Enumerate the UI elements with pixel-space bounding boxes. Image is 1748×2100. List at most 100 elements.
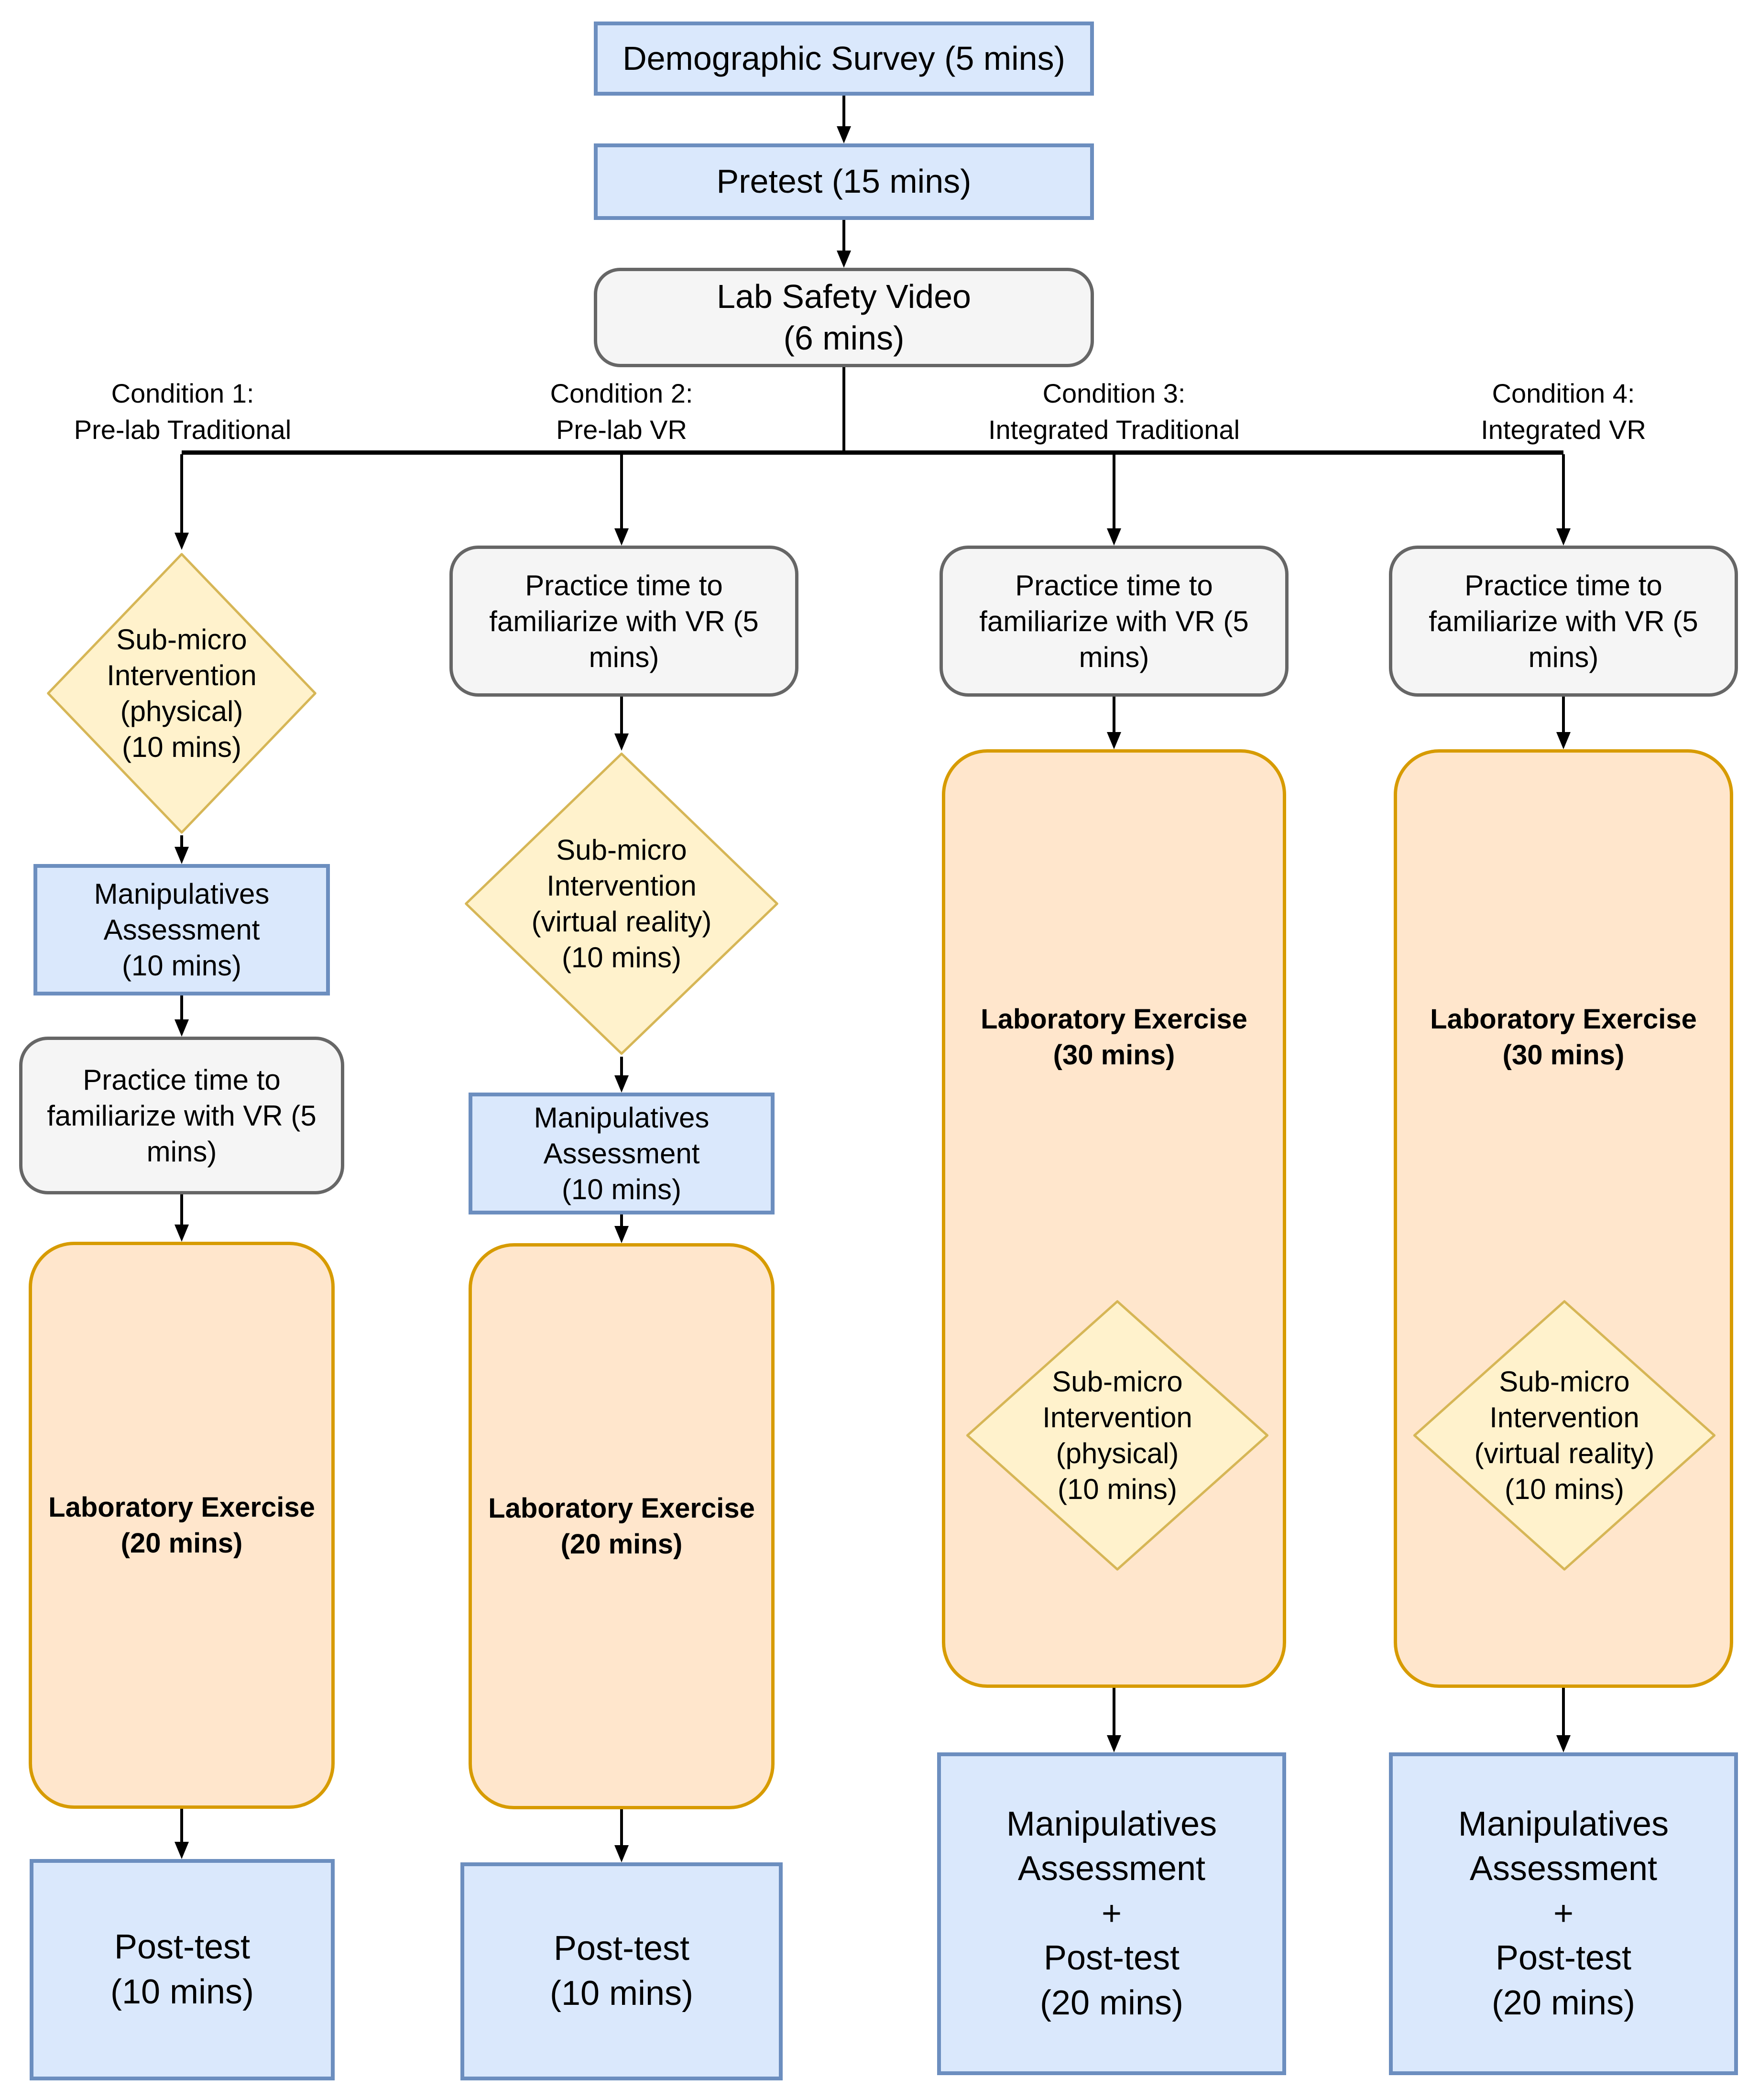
node-label: Post-test (10 mins) bbox=[110, 1927, 254, 2011]
flow-arrow bbox=[175, 1809, 189, 1859]
condition-1-label: Condition 1: Pre-lab Traditional bbox=[74, 378, 292, 445]
node-label: Practice time to familiarize with VR (5 … bbox=[1429, 569, 1698, 673]
node-manipulatives-assessment-c2: Manipulatives Assessment (10 mins) bbox=[469, 1093, 775, 1214]
arrow-line bbox=[180, 995, 183, 1021]
node-label: Sub-micro Intervention (physical) (10 mi… bbox=[107, 623, 257, 763]
node-label: Post-test (10 mins) bbox=[549, 1929, 694, 2012]
arrow-line bbox=[180, 454, 183, 535]
arrow-line bbox=[1113, 697, 1115, 734]
node-pretest: Pretest (15 mins) bbox=[594, 143, 1094, 220]
arrow-line bbox=[620, 1214, 623, 1228]
node-label: Sub-micro Intervention (virtual reality)… bbox=[1474, 1366, 1655, 1505]
arrow-line bbox=[1562, 454, 1565, 530]
arrow-line bbox=[1113, 1688, 1115, 1737]
flow-arrow bbox=[614, 1057, 629, 1093]
diamond-shape-icon bbox=[1411, 1299, 1717, 1572]
flow-arrow bbox=[175, 1194, 189, 1242]
arrow-line bbox=[620, 1057, 623, 1077]
node-laboratory-exercise-c3: Laboratory Exercise (30 mins) Sub-micro … bbox=[942, 749, 1286, 1688]
arrow-line bbox=[180, 1809, 183, 1844]
arrow-line bbox=[842, 367, 845, 454]
arrow-head-icon bbox=[614, 733, 629, 751]
arrow-head-icon bbox=[614, 528, 629, 546]
arrow-head-icon bbox=[1556, 732, 1571, 749]
diamond-shape-icon bbox=[463, 751, 780, 1057]
condition-3-label: Condition 3: Integrated Traditional bbox=[988, 378, 1240, 445]
node-label: Manipulatives Assessment + Post-test (20… bbox=[1006, 1805, 1217, 2022]
diamond-shape-icon bbox=[45, 551, 318, 835]
arrow-line bbox=[1562, 1688, 1565, 1737]
branch-stub-line bbox=[837, 367, 851, 454]
flow-arrow bbox=[837, 220, 851, 268]
arrow-head-icon bbox=[1107, 528, 1121, 546]
node-label: Practice time to familiarize with VR (5 … bbox=[489, 569, 759, 673]
node-lab-safety-video: Lab Safety Video (6 mins) bbox=[594, 268, 1094, 367]
flow-arrow bbox=[1107, 697, 1121, 749]
condition-2-label: Condition 2: Pre-lab VR bbox=[550, 378, 693, 445]
node-vr-practice-c3: Practice time to familiarize with VR (5 … bbox=[940, 546, 1289, 697]
node-label: Manipulatives Assessment + Post-test (20… bbox=[1458, 1805, 1669, 2022]
node-assessment-post-test-c3: Manipulatives Assessment + Post-test (20… bbox=[937, 1752, 1286, 2075]
node-vr-practice-c2: Practice time to familiarize with VR (5 … bbox=[449, 546, 798, 697]
arrow-head-icon bbox=[837, 251, 851, 268]
arrow-line bbox=[180, 1194, 183, 1226]
node-submicro-intervention-vr-c4: Sub-micro Intervention (virtual reality)… bbox=[1411, 1299, 1717, 1572]
node-laboratory-exercise-c2: Laboratory Exercise (20 mins) bbox=[469, 1243, 775, 1809]
flow-arrow bbox=[614, 1214, 629, 1243]
flow-arrow bbox=[175, 995, 189, 1037]
arrow-head-icon bbox=[614, 1075, 629, 1093]
flow-arrow bbox=[1556, 1688, 1571, 1752]
arrow-head-icon bbox=[175, 847, 189, 864]
node-label: Manipulatives Assessment (10 mins) bbox=[94, 878, 270, 982]
node-assessment-post-test-c4: Manipulatives Assessment + Post-test (20… bbox=[1389, 1752, 1738, 2075]
node-label: Laboratory Exercise (30 mins) bbox=[981, 1004, 1247, 1071]
arrow-head-icon bbox=[1107, 1735, 1121, 1752]
arrow-line bbox=[620, 454, 623, 530]
arrow-head-icon bbox=[175, 533, 189, 550]
flow-arrow bbox=[1556, 454, 1571, 546]
flow-arrow bbox=[1107, 1688, 1121, 1752]
node-label: Demographic Survey (5 mins) bbox=[623, 39, 1065, 77]
arrow-line bbox=[842, 220, 845, 252]
arrow-head-icon bbox=[614, 1845, 629, 1862]
flow-arrow bbox=[614, 697, 629, 751]
arrow-line bbox=[1562, 697, 1565, 734]
node-post-test-c2: Post-test (10 mins) bbox=[460, 1862, 783, 2080]
arrow-head-icon bbox=[837, 126, 851, 143]
branch-horizontal-line bbox=[182, 450, 1563, 455]
flow-arrow bbox=[614, 454, 629, 546]
flow-arrow bbox=[175, 454, 189, 550]
node-submicro-intervention-physical-c1: Sub-micro Intervention (physical) (10 mi… bbox=[45, 551, 318, 835]
flow-arrow bbox=[175, 835, 189, 864]
node-laboratory-exercise-c1: Laboratory Exercise (20 mins) bbox=[29, 1242, 335, 1809]
node-label: Laboratory Exercise (20 mins) bbox=[488, 1492, 755, 1560]
diamond-shape-icon bbox=[964, 1299, 1270, 1572]
node-demographic-survey: Demographic Survey (5 mins) bbox=[594, 22, 1094, 96]
node-manipulatives-assessment-c1: Manipulatives Assessment (10 mins) bbox=[33, 864, 330, 995]
arrow-line bbox=[620, 1809, 623, 1847]
node-label: Sub-micro Intervention (physical) (10 mi… bbox=[1042, 1366, 1192, 1505]
arrow-head-icon bbox=[1556, 528, 1571, 546]
arrow-head-icon bbox=[175, 1225, 189, 1242]
node-submicro-intervention-vr-c2: Sub-micro Intervention (virtual reality)… bbox=[463, 751, 780, 1057]
node-label: Practice time to familiarize with VR (5 … bbox=[979, 569, 1249, 673]
flow-arrow bbox=[614, 1809, 629, 1862]
node-label: Laboratory Exercise (30 mins) bbox=[1430, 1004, 1697, 1071]
node-label: Practice time to familiarize with VR (5 … bbox=[47, 1063, 317, 1168]
arrow-head-icon bbox=[1556, 1735, 1571, 1752]
node-label: Lab Safety Video (6 mins) bbox=[717, 277, 971, 357]
arrow-line bbox=[180, 835, 183, 849]
node-submicro-intervention-physical-c3: Sub-micro Intervention (physical) (10 mi… bbox=[964, 1299, 1270, 1572]
arrow-head-icon bbox=[1107, 732, 1121, 749]
condition-4-label: Condition 4: Integrated VR bbox=[1481, 378, 1646, 445]
node-label: Laboratory Exercise (20 mins) bbox=[48, 1491, 315, 1559]
node-post-test-c1: Post-test (10 mins) bbox=[30, 1859, 335, 2080]
node-vr-practice-c1: Practice time to familiarize with VR (5 … bbox=[19, 1037, 344, 1194]
node-laboratory-exercise-c4: Laboratory Exercise (30 mins) Sub-micro … bbox=[1394, 749, 1733, 1688]
node-label: Pretest (15 mins) bbox=[716, 163, 972, 200]
node-label: Manipulatives Assessment (10 mins) bbox=[534, 1102, 710, 1205]
arrow-line bbox=[620, 697, 623, 735]
arrow-head-icon bbox=[175, 1842, 189, 1859]
flow-arrow bbox=[837, 96, 851, 143]
node-vr-practice-c4: Practice time to familiarize with VR (5 … bbox=[1389, 546, 1738, 697]
